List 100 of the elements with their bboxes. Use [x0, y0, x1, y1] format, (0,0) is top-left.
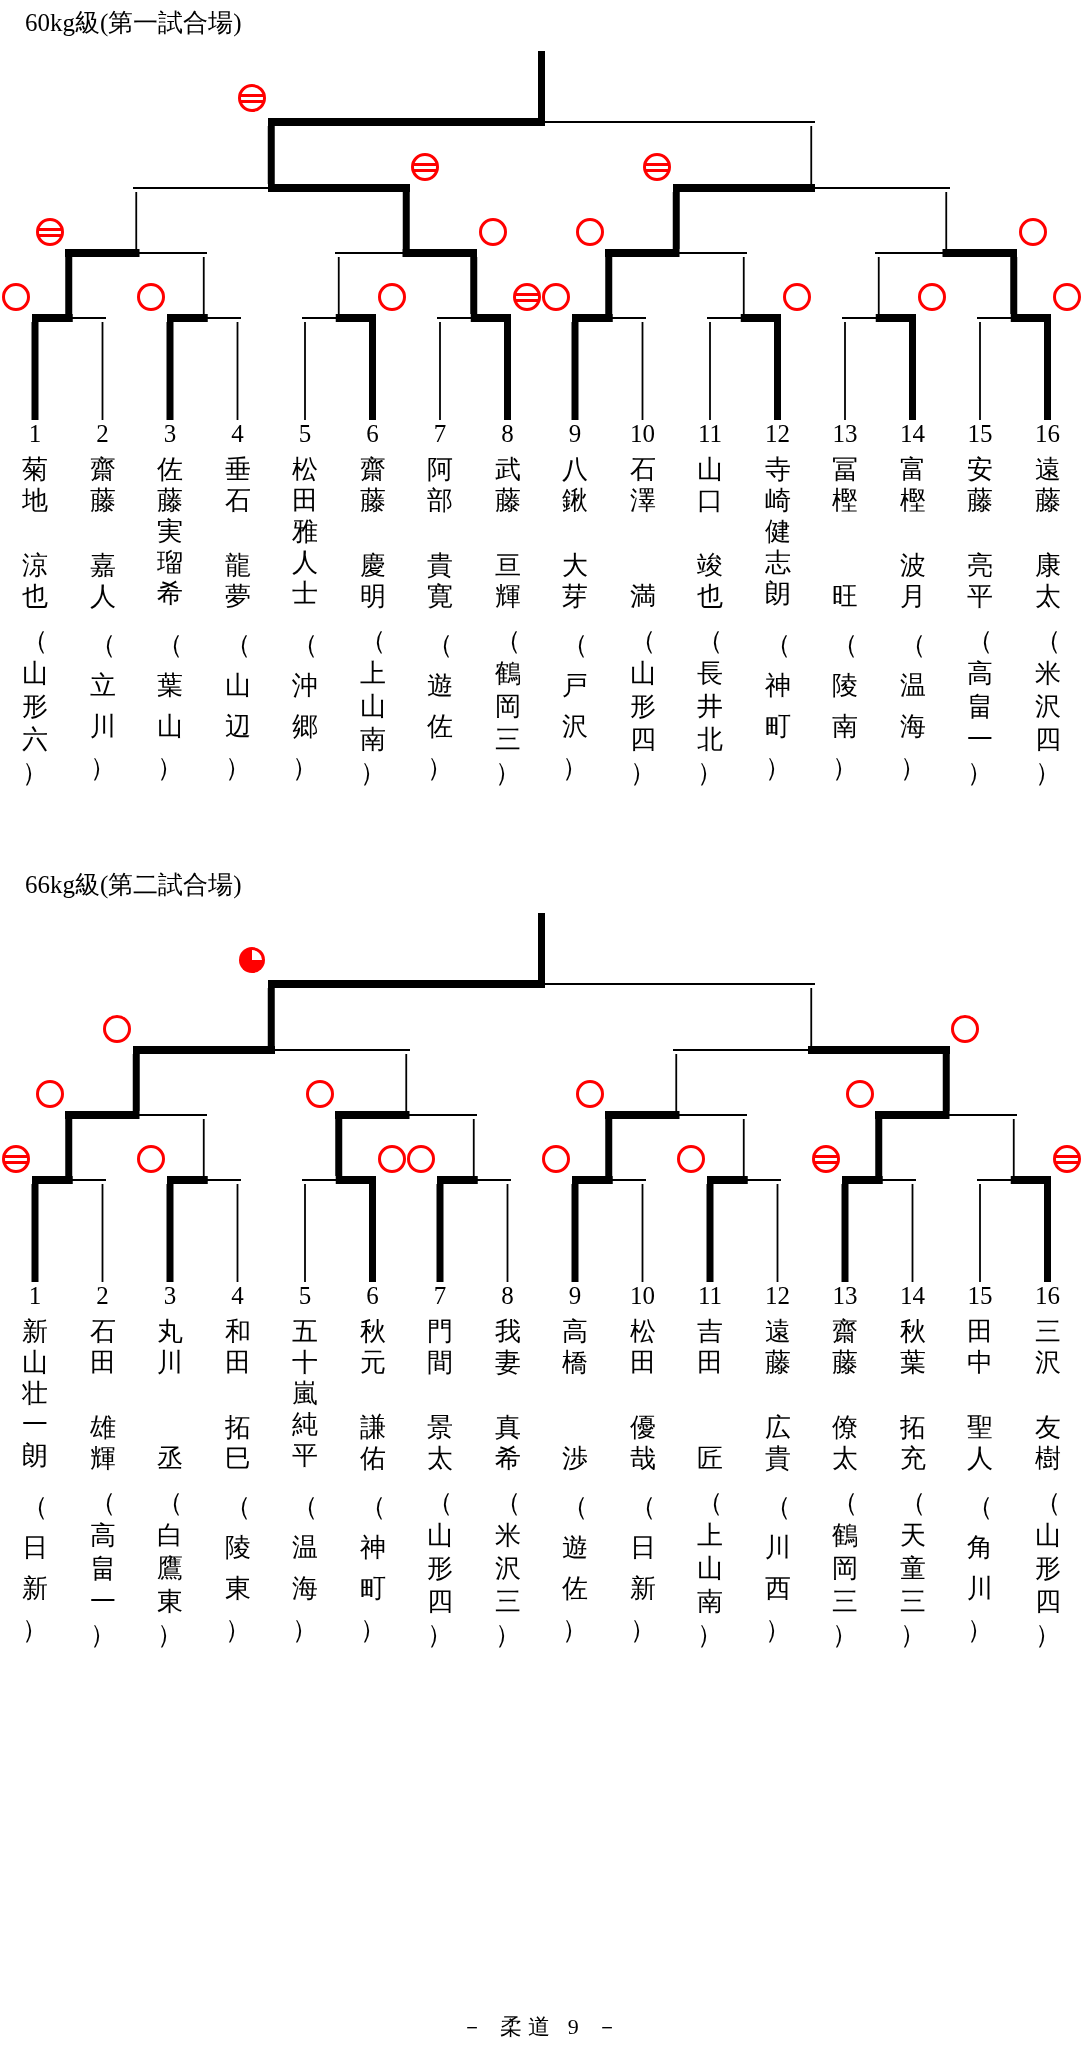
entry-number: 8 — [501, 1282, 514, 1310]
bracket-line — [236, 1183, 239, 1283]
bracket-bar — [335, 249, 478, 257]
section-heading: 66kg級(第二試合場) — [25, 870, 242, 901]
bracket-line — [911, 1183, 914, 1283]
bracket-line — [844, 321, 846, 421]
final-bracket-bar — [267, 913, 815, 988]
entry-number: 4 — [231, 420, 244, 448]
school-name: （神町） — [764, 629, 791, 784]
bracket-line — [979, 1183, 981, 1283]
entry-number: 5 — [298, 420, 312, 448]
bracket-line — [101, 321, 104, 421]
bracket-bar — [571, 1176, 646, 1184]
school-name: （鶴岡三） — [831, 1487, 859, 1651]
player-name: 僚太 — [831, 1412, 859, 1474]
school-name: （高畠一） — [966, 625, 994, 789]
player-name: 嘉人 — [89, 550, 116, 612]
school-name: （山形四） — [1034, 1487, 1061, 1651]
bracket-bar — [436, 1176, 511, 1184]
player-name: 雄輝 — [89, 1412, 116, 1474]
player-name: 康太 — [1034, 550, 1061, 612]
bracket-line — [135, 191, 138, 250]
bracket-bar — [436, 314, 511, 322]
school-name: （上山南） — [359, 625, 386, 789]
school-name: （山形四） — [426, 1487, 454, 1651]
entry-number: 7 — [433, 420, 447, 448]
school-name: （角川） — [966, 1491, 994, 1646]
school-name: （遊佐） — [561, 1491, 589, 1646]
player-name: 石澤 — [629, 454, 656, 516]
bracket-bar — [672, 1046, 950, 1054]
school-name: （白鷹東） — [156, 1487, 184, 1651]
bracket-bar — [301, 1176, 376, 1184]
school-name: （日新） — [629, 1491, 656, 1646]
player-name: 旺 — [831, 581, 859, 612]
entry-number: 1 — [28, 420, 42, 448]
school-name: （上山南） — [696, 1487, 724, 1651]
player-name: 我妻 — [494, 1316, 521, 1378]
entry-number: 9 — [568, 420, 582, 448]
player-name: 友樹 — [1034, 1412, 1061, 1474]
bracket-line — [709, 321, 711, 421]
player-name: 亘輝 — [494, 550, 521, 612]
player-name: 門間 — [426, 1316, 454, 1378]
school-name: （立川） — [89, 629, 116, 784]
player-name: 齋藤 — [831, 1316, 859, 1378]
school-name: （山形四） — [629, 625, 656, 789]
player-name: 武藤 — [494, 454, 521, 516]
school-name: （沖郷） — [291, 629, 319, 784]
player-name: 佐藤実瑠希 — [156, 454, 184, 609]
school-name: （鶴岡三） — [494, 625, 521, 789]
bracket-bar — [875, 249, 1018, 257]
entry-number: 13 — [832, 420, 858, 448]
section-heading: 60kg級(第一試合場) — [25, 8, 242, 39]
school-name: （高畠一） — [89, 1487, 116, 1651]
school-name: （米沢三） — [494, 1487, 521, 1651]
entry-number: 13 — [832, 1282, 858, 1310]
bracket-line — [337, 256, 340, 315]
player-name: 秋葉 — [899, 1316, 926, 1378]
school-name: （温海） — [291, 1491, 319, 1646]
player-name: 謙佑 — [359, 1412, 386, 1474]
school-name: （山形六） — [21, 625, 49, 789]
entry-number: 12 — [765, 420, 790, 448]
school-name: （陵南） — [831, 629, 859, 784]
school-name: （長井北） — [696, 625, 724, 789]
entry-number: 9 — [568, 1282, 582, 1310]
bracket-line — [472, 1118, 475, 1177]
bracket-bar — [841, 1176, 916, 1184]
player-name: 齋藤 — [89, 454, 116, 516]
bracket-line — [810, 125, 813, 185]
bracket-line — [742, 1118, 745, 1177]
bracket-bar — [335, 1111, 478, 1119]
entry-number: 14 — [900, 1282, 925, 1310]
player-name: 丞 — [156, 1443, 184, 1474]
bracket-bar — [875, 1111, 1018, 1119]
bracket-line — [742, 256, 745, 315]
bracket-line — [1012, 1118, 1015, 1177]
player-name: 波月 — [899, 550, 926, 612]
entry-number: 3 — [163, 420, 177, 448]
entry-number: 11 — [697, 420, 723, 448]
player-name: 富樫 — [899, 454, 926, 516]
bracket-line — [641, 321, 644, 421]
player-name: 五十嵐純平 — [291, 1316, 319, 1471]
bracket-bar — [166, 314, 241, 322]
player-name: 松田雅人士 — [291, 454, 319, 609]
entry-number: 12 — [765, 1282, 790, 1310]
school-name: （川西） — [764, 1491, 791, 1646]
player-name: 丸川 — [156, 1316, 184, 1378]
school-name: （山辺） — [224, 629, 251, 784]
bracket-bar — [31, 314, 106, 322]
entry-number: 11 — [697, 1282, 723, 1310]
player-name: 真希 — [494, 1412, 521, 1474]
bracket-bar — [65, 249, 208, 257]
school-name: （陵東） — [224, 1491, 251, 1646]
bracket-line — [641, 1183, 644, 1283]
player-name: 拓充 — [899, 1412, 926, 1474]
player-name: 三沢 — [1034, 1316, 1061, 1378]
bracket-line — [202, 256, 205, 315]
bracket-line — [202, 1118, 205, 1177]
bracket-line — [439, 321, 441, 421]
bracket-bar — [31, 1176, 106, 1184]
entry-number: 5 — [298, 1282, 312, 1310]
